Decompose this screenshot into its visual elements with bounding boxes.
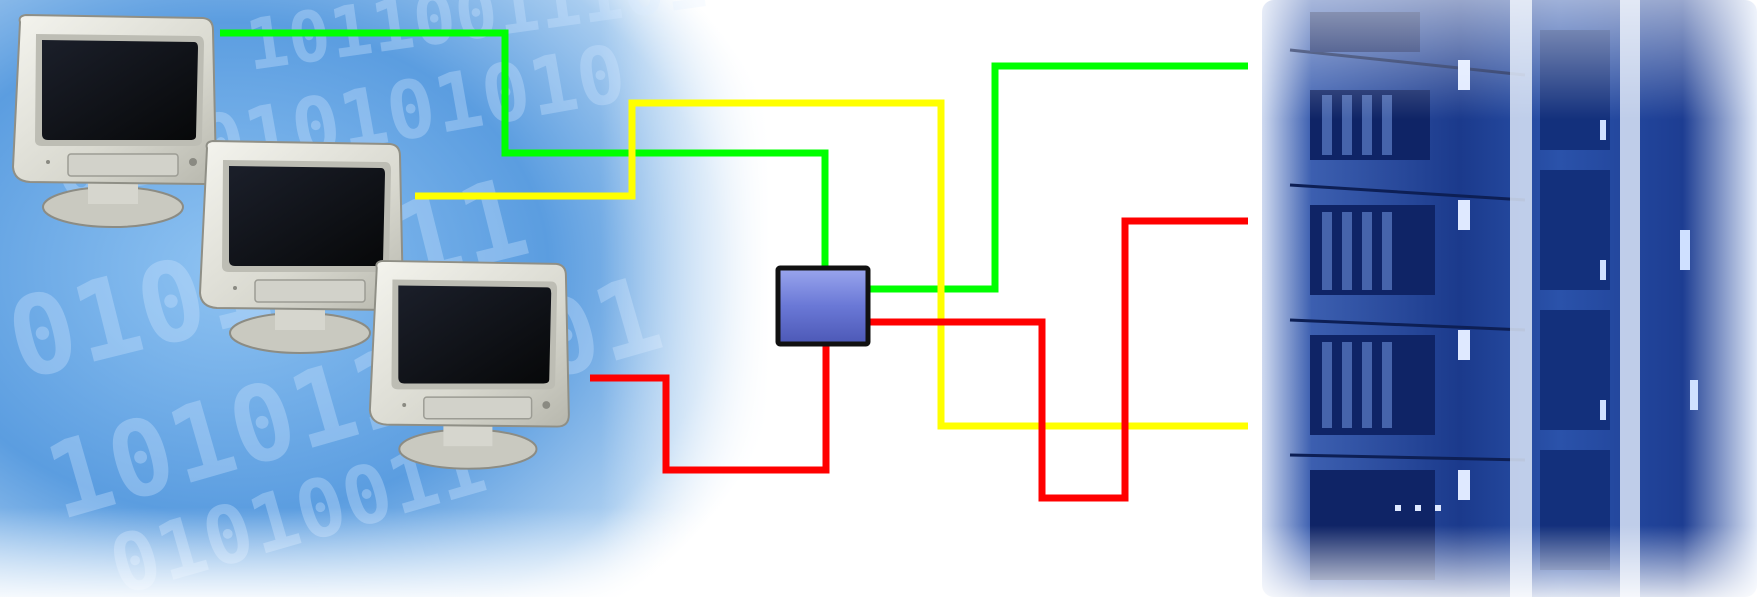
red-link-monitor: [590, 344, 830, 474]
monitor-2: [198, 139, 405, 354]
network-links: [220, 29, 1248, 502]
monitor-1: [11, 13, 218, 228]
monitor-screen: [42, 40, 198, 140]
green-link-server: [868, 62, 1248, 293]
green-link-monitor: [220, 29, 829, 268]
red-link-server: [868, 217, 1248, 502]
server-rack: [1262, 0, 1757, 597]
hub-box: [775, 265, 871, 347]
yellow-link: [415, 99, 1248, 430]
monitor-3: [368, 259, 570, 470]
monitors: [11, 13, 570, 470]
monitor-screen: [229, 166, 385, 266]
monitor-screen: [398, 285, 552, 384]
